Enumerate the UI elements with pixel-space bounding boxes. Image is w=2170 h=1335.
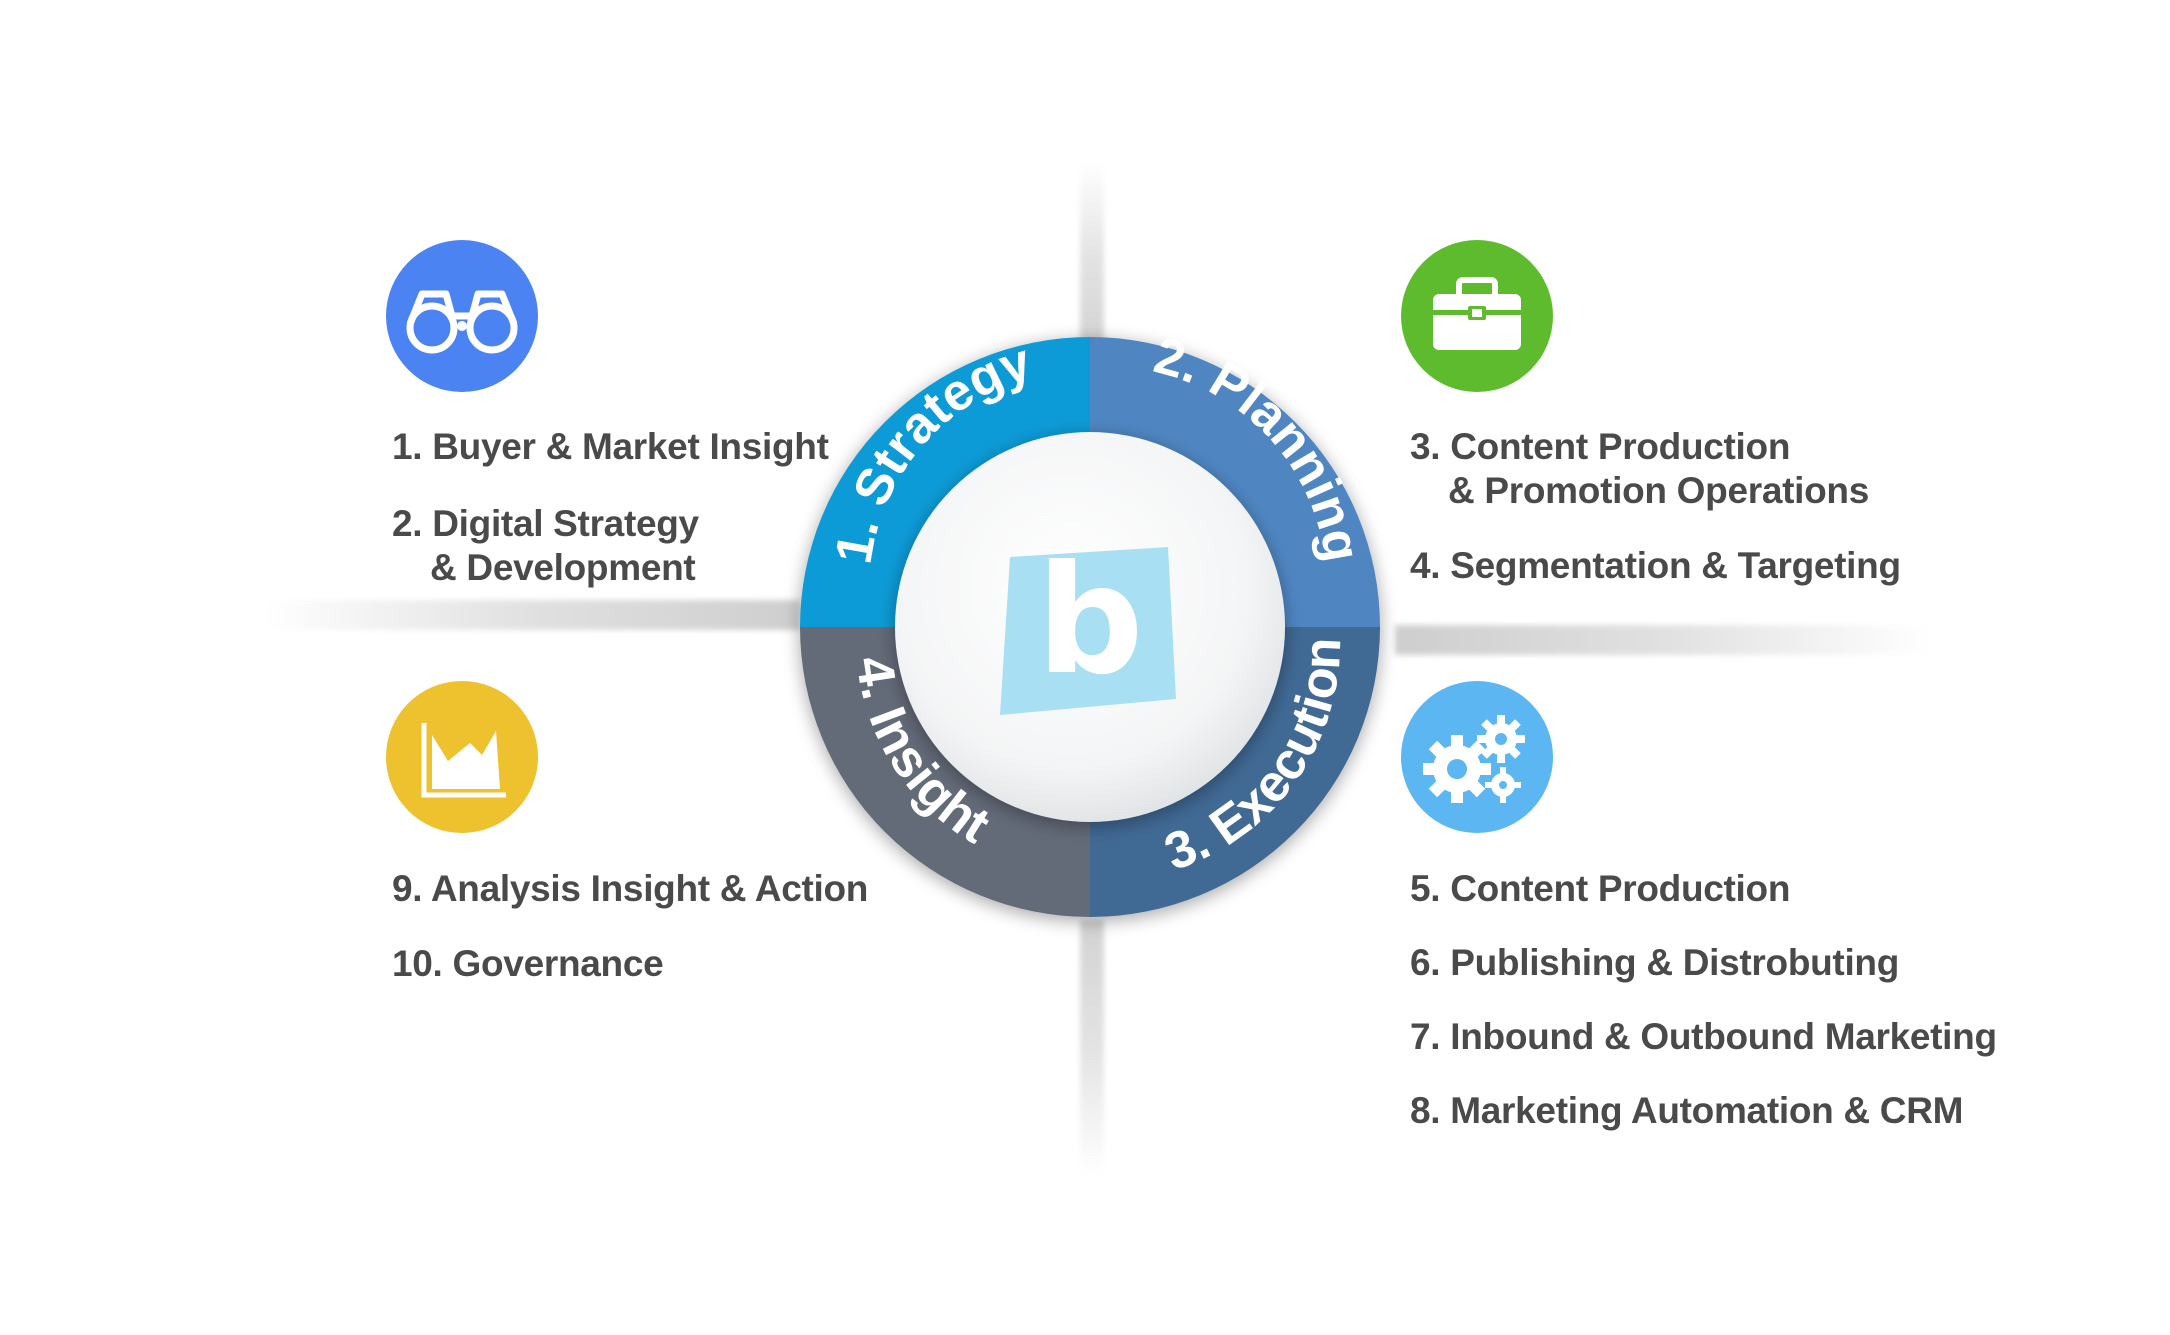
divider-top (1080, 160, 1104, 350)
item-digital-strategy: 2. Digital Strategy & Development (392, 502, 699, 590)
item-inbound-outbound: 7. Inbound & Outbound Marketing (1410, 1015, 1997, 1059)
divider-left (260, 600, 800, 630)
ring-segment-execution (1090, 627, 1380, 917)
item-publishing-distributing: 6. Publishing & Distrobuting (1410, 941, 1899, 985)
item-label: 10. Governance (392, 943, 664, 984)
toolbox-icon (1401, 240, 1553, 392)
item-segmentation-targeting: 4. Segmentation & Targeting (1410, 544, 1901, 588)
brand-logo: b (1000, 534, 1176, 715)
item-label: 5. Content Production (1410, 868, 1791, 909)
item-label: 1. Buyer & Market Insight (392, 426, 829, 467)
gears-icon (1401, 681, 1553, 833)
item-label: 3. Content Production (1410, 426, 1791, 467)
item-marketing-automation: 8. Marketing Automation & CRM (1410, 1089, 1963, 1133)
item-label: 8. Marketing Automation & CRM (1410, 1090, 1964, 1131)
item-label-continued: & Development (430, 547, 696, 588)
divider-lines (260, 160, 1935, 1180)
logo-letter: b (1036, 534, 1143, 708)
item-analysis-insight: 9. Analysis Insight & Action (392, 867, 868, 911)
ring-segment-insight (800, 627, 1090, 917)
item-content-production: 5. Content Production (1410, 867, 1790, 911)
logo-tile (1000, 547, 1176, 715)
binoculars-icon (386, 240, 538, 392)
item-label: 9. Analysis Insight & Action (392, 868, 869, 909)
item-label: 7. Inbound & Outbound Marketing (1410, 1016, 1997, 1057)
item-label-continued: & Promotion Operations (1448, 470, 1869, 511)
chart-icon (386, 681, 538, 833)
item-buyer-market-insight: 1. Buyer & Market Insight (392, 425, 829, 469)
item-label: 6. Publishing & Distrobuting (1410, 942, 1900, 983)
phase-ring (800, 337, 1380, 917)
item-governance: 10. Governance (392, 942, 664, 986)
item-content-production-operations: 3. Content Production & Promotion Operat… (1410, 425, 1869, 513)
ring-segment-strategy (800, 337, 1090, 627)
divider-bottom (1080, 920, 1104, 1180)
item-label: 4. Segmentation & Targeting (1410, 545, 1901, 586)
divider-right (1395, 625, 1935, 655)
ring-segment-planning (1090, 337, 1380, 627)
item-label: 2. Digital Strategy (392, 503, 699, 544)
